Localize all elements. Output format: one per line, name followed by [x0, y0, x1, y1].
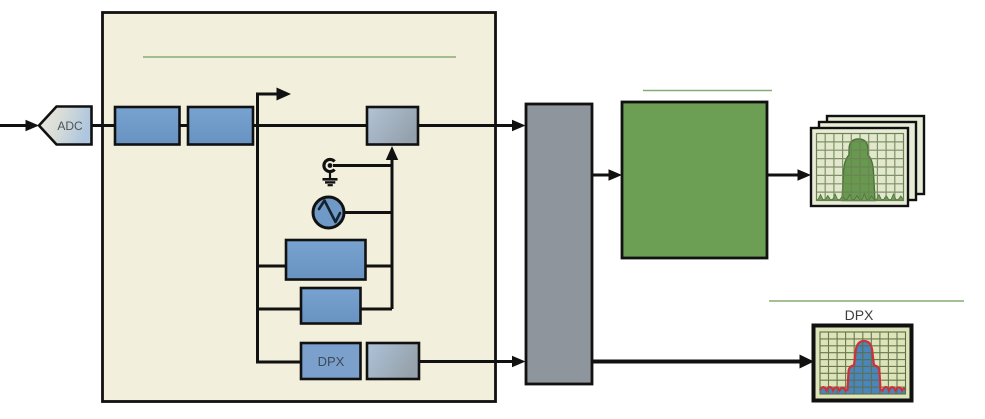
- svg-text:DPX: DPX: [318, 354, 345, 369]
- svg-text:DPX: DPX: [845, 307, 874, 323]
- svg-text:ADC: ADC: [57, 119, 83, 133]
